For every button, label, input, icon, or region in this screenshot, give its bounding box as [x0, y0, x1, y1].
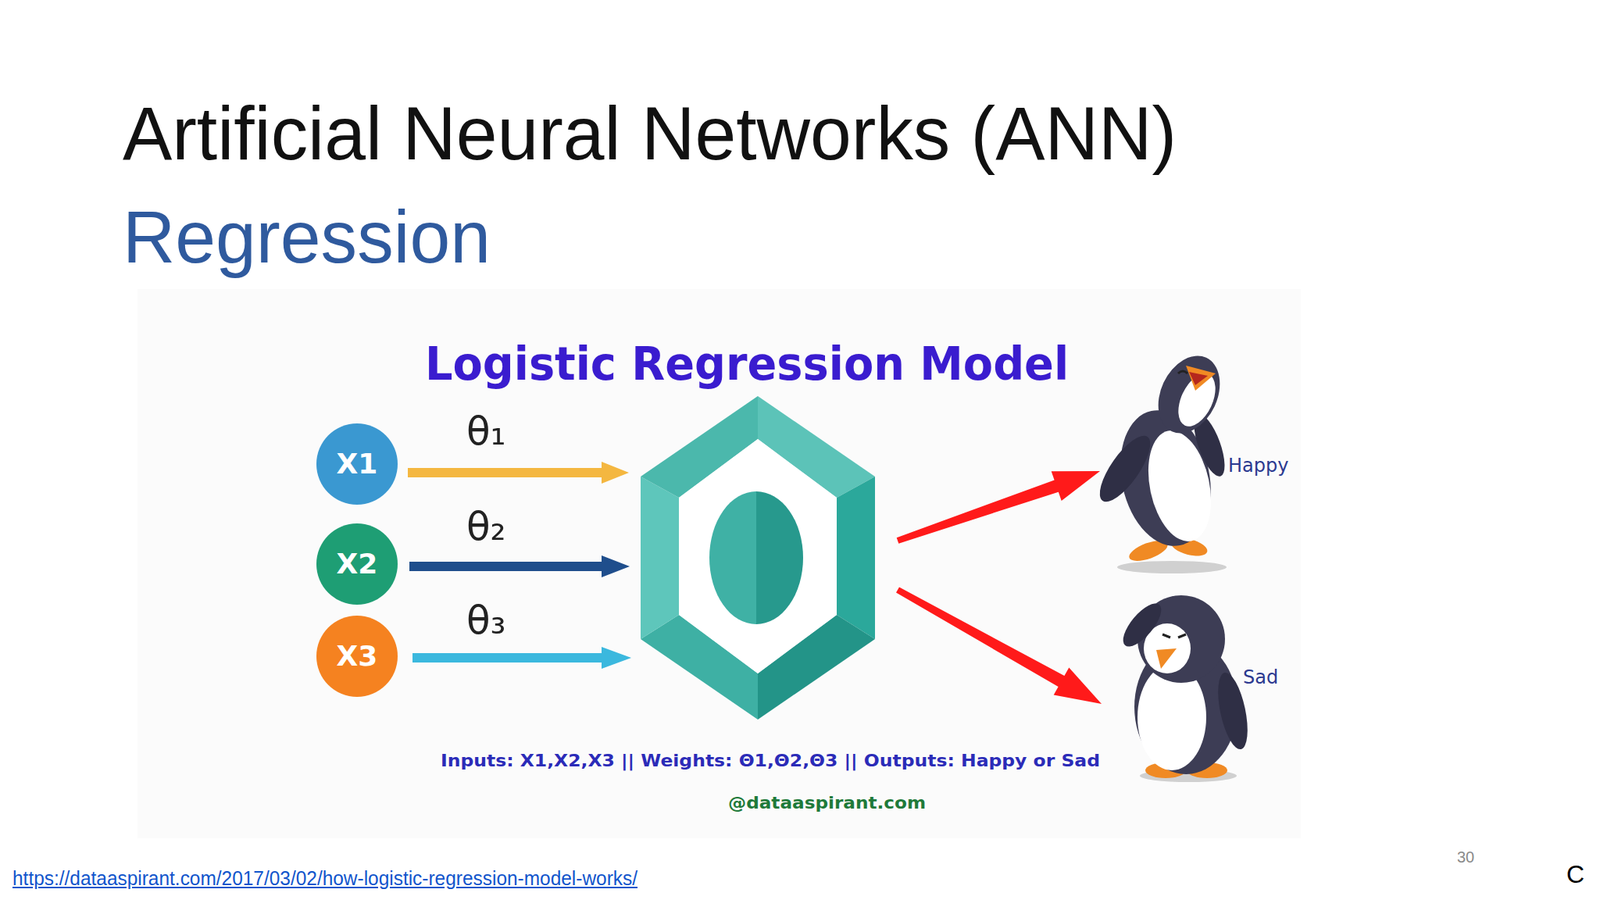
input-circle: X3 — [316, 615, 398, 697]
weight-arrows — [407, 461, 632, 669]
image-background — [137, 289, 1301, 839]
weight-label: θ₂ — [466, 507, 507, 547]
sad-penguin — [1116, 595, 1254, 783]
input-label: X3 — [336, 642, 379, 671]
input-label: X2 — [336, 550, 379, 579]
input-circle: X2 — [316, 523, 398, 605]
input-circle: X1 — [316, 423, 398, 505]
model-hexagon — [640, 396, 875, 720]
happy-penguin — [1091, 346, 1233, 574]
page-number: 30 — [1457, 849, 1475, 865]
slide-subtitle: Regression — [122, 200, 491, 275]
weight-label: θ₃ — [466, 600, 507, 640]
figure-caption: Inputs: X1,X2,X3 || Weights: Θ1,Θ2,Θ3 ||… — [440, 752, 1100, 770]
weight-label: θ₁ — [466, 411, 507, 451]
slide-title: Artificial Neural Networks (ANN) — [122, 96, 1177, 172]
output-arrows — [896, 471, 1102, 704]
input-label: X1 — [336, 450, 379, 479]
output-label: Sad — [1242, 667, 1279, 687]
figure-title: Logistic Regression Model — [425, 341, 1069, 387]
source-link: https://dataaspirant.com/2017/03/02/how-… — [12, 867, 638, 889]
output-label: Happy — [1228, 456, 1289, 475]
corner-mark: C — [1566, 861, 1585, 887]
watermark: @dataaspirant.com — [728, 794, 926, 812]
